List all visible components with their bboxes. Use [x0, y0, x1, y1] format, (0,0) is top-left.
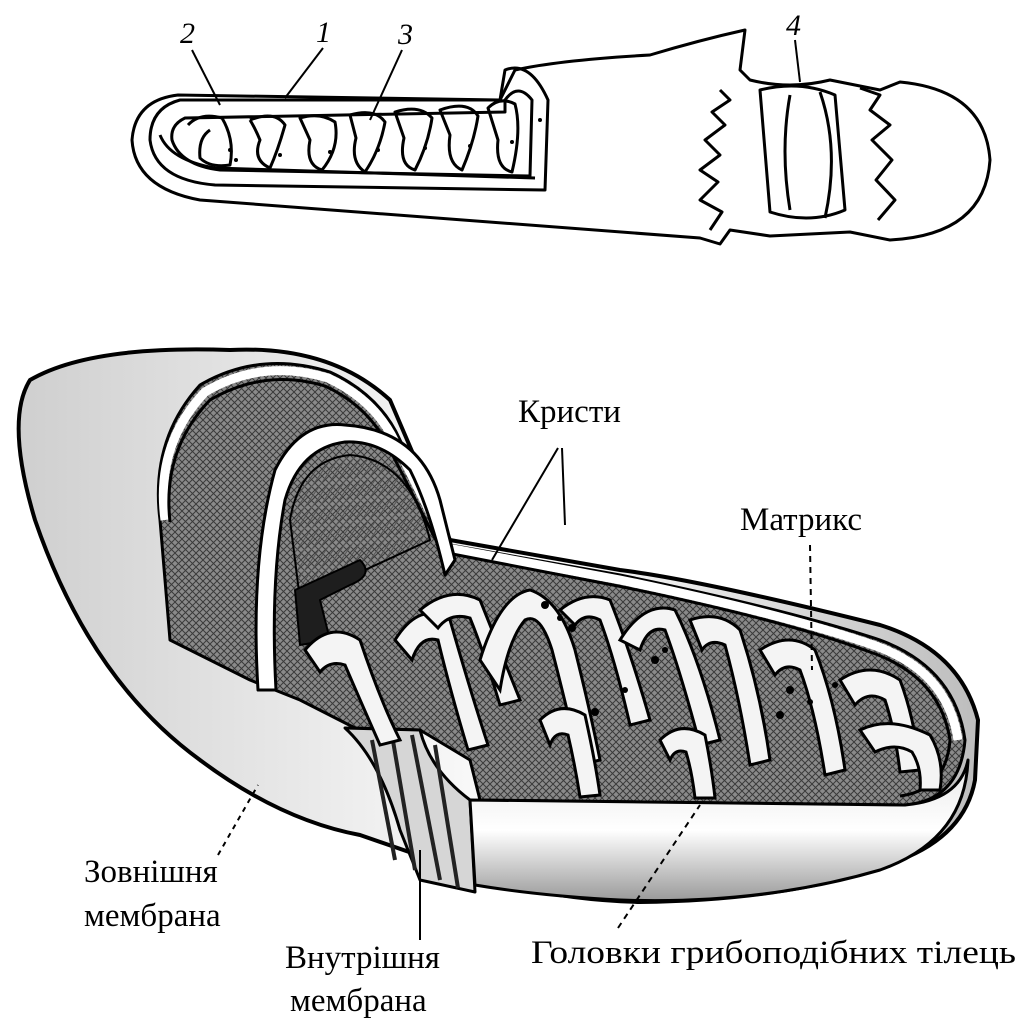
top-mitochondrion	[132, 30, 990, 244]
top-label-1: 1	[316, 16, 331, 49]
label-matrix: Матрикс	[740, 502, 862, 538]
top-inner-membrane	[172, 91, 532, 176]
top-crista-3	[300, 116, 336, 170]
cristae-leader-2	[562, 448, 565, 525]
top-label-2: 2	[180, 17, 195, 50]
top-crista-5	[395, 109, 432, 170]
label-outer-membrane-1: Зовнішня	[84, 854, 218, 890]
top-crista-1	[188, 116, 231, 166]
top-crista-2	[250, 116, 285, 168]
top-torn-edge	[700, 90, 730, 230]
top-crista-4	[350, 113, 385, 172]
label-inner-membrane-1: Внутрішня	[285, 940, 440, 976]
top-leaders	[192, 40, 800, 120]
top-label-4: 4	[786, 9, 801, 42]
label-cristae: Кристи	[518, 394, 621, 430]
top-label-3: 3	[397, 18, 413, 51]
cristae-leader-1	[492, 448, 558, 560]
top-outer-body	[132, 30, 990, 244]
label-mushroom-heads: Головки грибоподібних тілець	[531, 935, 1016, 971]
label-outer-membrane-2: мембрана	[84, 898, 221, 934]
label-inner-membrane-2: мембрана	[290, 983, 427, 1018]
top-crista-6	[440, 106, 478, 170]
